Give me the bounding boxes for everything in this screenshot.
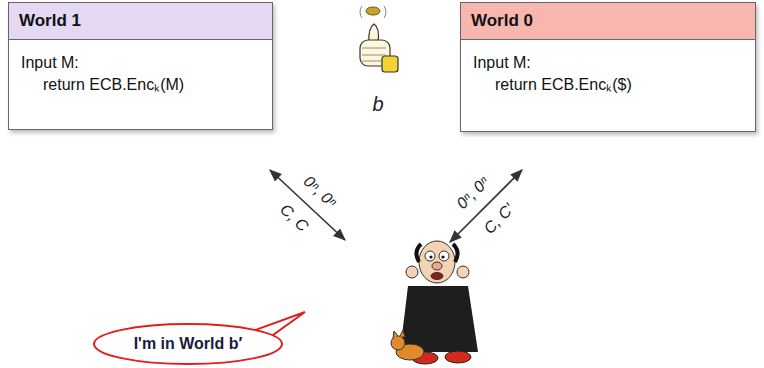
oracle-code: Input M: bbox=[461, 52, 755, 74]
message-label: C, C bbox=[276, 201, 312, 236]
oracle-code: return ECB.Encₖ(M) bbox=[9, 74, 272, 96]
pupil bbox=[441, 255, 444, 258]
message-label: 0ⁿ, 0ⁿ bbox=[300, 172, 340, 211]
world-heading: World 0 bbox=[461, 3, 755, 40]
head bbox=[419, 241, 455, 283]
coin-flip-hand bbox=[360, 6, 398, 72]
robe bbox=[400, 286, 478, 352]
hand bbox=[406, 266, 418, 278]
speech-bubble: I'm in World b′ bbox=[92, 322, 284, 366]
coin-bit: b bbox=[372, 93, 383, 116]
speech-text: I'm in World b′ bbox=[134, 335, 243, 353]
world-heading: World 1 bbox=[9, 3, 272, 40]
adversary-figure bbox=[391, 241, 478, 364]
hand bbox=[457, 266, 469, 278]
eye bbox=[425, 251, 435, 261]
double-arrow bbox=[270, 170, 345, 240]
oracle-code: Input M: bbox=[9, 52, 272, 74]
oracle-code: return ECB.Encₖ($) bbox=[461, 74, 755, 96]
message-label: 0ⁿ, 0ⁿ bbox=[453, 173, 493, 213]
pupil bbox=[429, 255, 432, 258]
motion-lines bbox=[360, 6, 386, 18]
thumb bbox=[369, 24, 379, 42]
eye bbox=[439, 251, 449, 261]
hair bbox=[416, 244, 457, 262]
cat-ears bbox=[393, 330, 405, 338]
cat-head bbox=[391, 336, 405, 350]
coin bbox=[366, 7, 380, 15]
cuff bbox=[382, 56, 398, 72]
shoe bbox=[445, 351, 471, 363]
world-box: World 1 Input M:return ECB.Encₖ(M) bbox=[8, 2, 273, 130]
double-arrow bbox=[450, 170, 522, 242]
bubble-ellipse bbox=[94, 324, 282, 364]
world-box: World 0 Input M:return ECB.Encₖ($) bbox=[460, 2, 756, 132]
nose bbox=[432, 262, 442, 270]
mouth bbox=[431, 273, 443, 280]
